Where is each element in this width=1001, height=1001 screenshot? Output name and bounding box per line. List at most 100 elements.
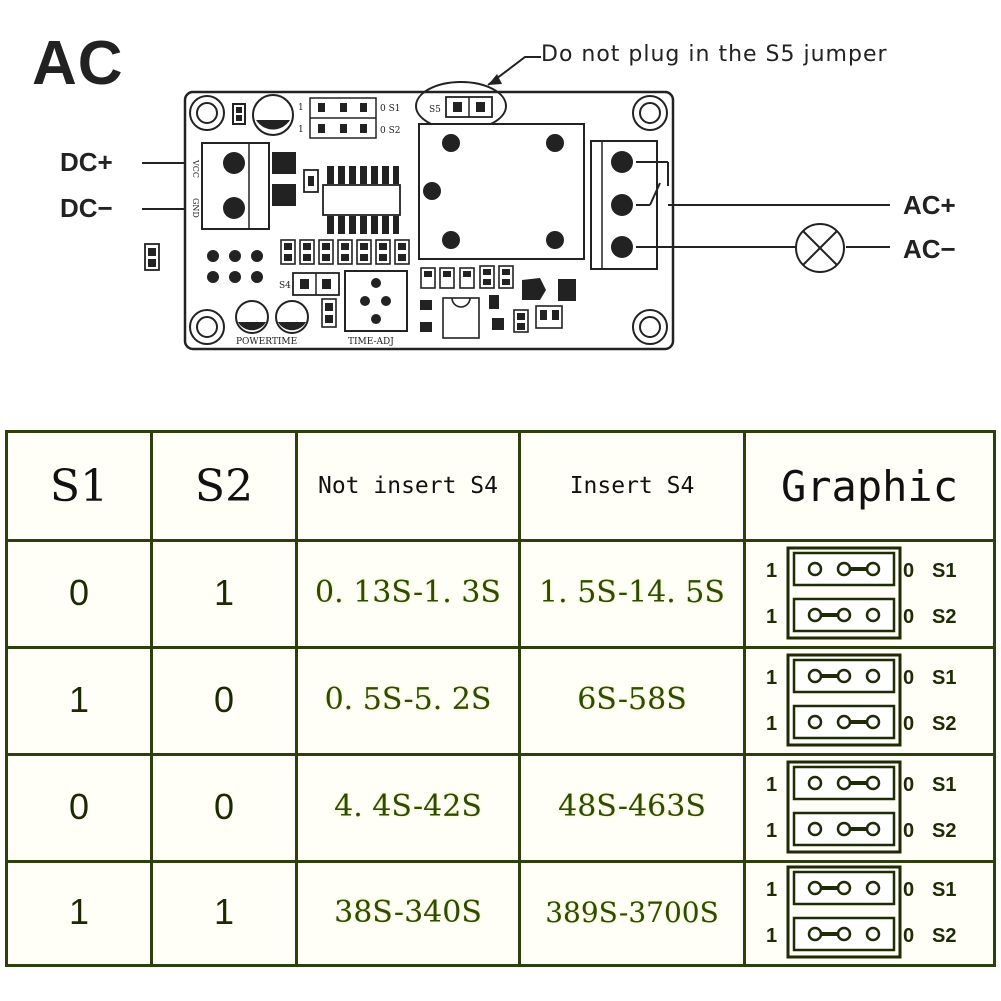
cell-s1-value: 0	[68, 785, 90, 827]
s2-pin	[836, 607, 851, 622]
diagram-title: AC	[32, 29, 124, 98]
cell-not-insert: 38S-340S	[298, 860, 521, 964]
s2-pin	[865, 607, 880, 622]
cell-s2: 1	[153, 539, 298, 646]
cell-not-insert: 4. 4S-42S	[298, 753, 521, 860]
s2-pin	[865, 714, 880, 729]
timing-table: S1 S2 Not insert S4 Insert S4 Graphic 0 …	[5, 430, 996, 967]
cell-not-insert-value: 38S-340S	[334, 894, 482, 930]
s2-zero-label: 0	[903, 820, 914, 842]
pcb-s2-label: 0 S2	[380, 126, 400, 136]
s1-pin	[807, 668, 822, 683]
cell-insert: 6S-58S	[521, 646, 746, 753]
s2-one-label: 1	[766, 820, 777, 842]
cell-insert-value: 6S-58S	[577, 682, 687, 717]
s1-pin	[836, 775, 851, 790]
jumper-header-outline	[786, 653, 901, 746]
cell-s1: 1	[8, 860, 153, 964]
cell-s2-value: 1	[213, 571, 235, 613]
s2-label: S2	[932, 606, 956, 628]
pcb-s1-label: 0 S1	[380, 104, 400, 114]
header-insert: Insert S4	[521, 433, 746, 539]
s1-zero-label: 0	[903, 879, 914, 901]
header-s1: S1	[8, 433, 153, 539]
s1-label: S1	[932, 774, 956, 796]
cell-s1-value: 1	[68, 891, 90, 932]
pcb-one-label-s2: 1	[298, 125, 304, 135]
pcb-one-label-s1: 1	[298, 103, 304, 113]
cell-s2: 0	[153, 646, 298, 753]
s2-pin	[807, 821, 822, 836]
s1-pin	[807, 775, 822, 790]
header-insert-text: Insert S4	[569, 473, 695, 499]
cell-s2: 0	[153, 753, 298, 860]
s2-zero-label: 0	[903, 713, 914, 735]
time-adj-label: TIME-ADJ	[348, 337, 394, 347]
s2-one-label: 1	[766, 925, 777, 947]
cell-not-insert: 0. 13S-1. 3S	[298, 539, 521, 646]
header-not-insert: Not insert S4	[298, 433, 521, 539]
s2-label: S2	[932, 820, 956, 842]
cell-not-insert: 0. 5S-5. 2S	[298, 646, 521, 753]
mounting-holes	[189, 95, 668, 345]
s1-pin	[836, 561, 851, 576]
s1-one-label: 1	[766, 879, 777, 901]
s1-label: S1	[932, 879, 956, 901]
cell-s2-value: 0	[213, 678, 235, 720]
cell-s1: 0	[8, 753, 153, 860]
cell-insert: 389S-3700S	[521, 860, 746, 964]
s2-label: S2	[932, 925, 956, 947]
s2-pin	[865, 926, 880, 942]
table-header-row: S1 S2 Not insert S4 Insert S4 Graphic	[8, 433, 993, 542]
lamp-icon	[795, 223, 845, 273]
cell-s2-value: 1	[213, 891, 235, 932]
pcb-s4-label: S4	[279, 281, 291, 291]
s2-pin	[836, 926, 851, 942]
header-s2-text: S2	[194, 460, 254, 512]
s1-zero-label: 0	[903, 774, 914, 796]
ac-minus-label: AC−	[903, 234, 956, 264]
dc-minus-label: DC−	[60, 193, 113, 223]
s2-pin	[836, 821, 851, 836]
transistor-2	[272, 184, 296, 206]
s2-pin	[807, 926, 822, 942]
cell-s2-value: 0	[213, 785, 235, 827]
powertime-label: POWERTIME	[236, 337, 297, 347]
s1-one-label: 1	[766, 667, 777, 689]
ic-chip	[322, 166, 401, 234]
cell-insert: 48S-463S	[521, 753, 746, 860]
header-graphic-text: Graphic	[780, 461, 958, 511]
cell-insert-value: 48S-463S	[558, 789, 706, 824]
s2-pin	[807, 607, 822, 622]
s1-pin	[865, 561, 880, 576]
s1-label: S1	[932, 667, 956, 689]
s2-zero-label: 0	[903, 606, 914, 628]
vcc-label: VCC	[191, 159, 200, 178]
s1-pin	[865, 668, 880, 683]
jumper-note: Do not plug in the S5 jumper	[541, 42, 888, 67]
s2-one-label: 1	[766, 606, 777, 628]
s1-pin	[807, 880, 822, 896]
cell-s2: 1	[153, 860, 298, 964]
cell-s1-value: 0	[68, 571, 90, 613]
cell-s1: 0	[8, 539, 153, 646]
pcb-drawing: 1 1 0 S1 0 S2 S5 VCC GND	[142, 56, 890, 351]
s1-zero-label: 0	[903, 667, 914, 689]
cell-not-insert-value: 0. 13S-1. 3S	[315, 575, 501, 610]
s2-pin	[865, 821, 880, 836]
s2-pin	[807, 714, 822, 729]
s1-zero-label: 0	[903, 560, 914, 582]
header-s2: S2	[153, 433, 298, 539]
s2-label: S2	[932, 713, 956, 735]
header-s1-text: S1	[49, 460, 109, 512]
jumper-header-outline	[786, 546, 901, 639]
jumper-header-outline	[786, 760, 901, 853]
